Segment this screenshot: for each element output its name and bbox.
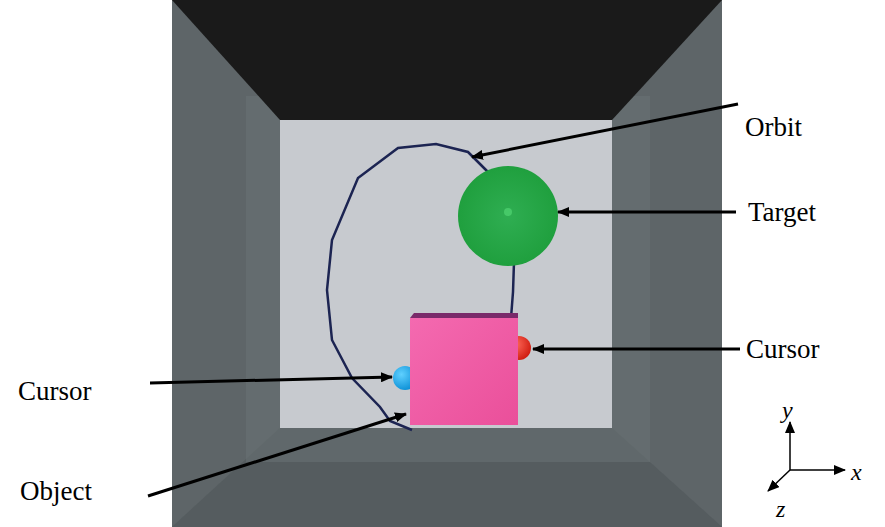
axis-arrow: [790, 469, 845, 471]
wall-shade: [246, 96, 650, 462]
sphere-highlight: [504, 208, 512, 216]
leader-arrow: [150, 377, 392, 383]
part-label: Orbit: [745, 114, 802, 141]
part-label: Cursor: [746, 336, 820, 363]
part-label: Cursor: [18, 378, 92, 405]
room-box: [172, 0, 722, 527]
axis-label: x: [851, 460, 862, 484]
leader-arrow: [472, 104, 738, 157]
target-sphere: [458, 166, 558, 266]
object-cube: [410, 318, 518, 425]
axis-label: y: [782, 398, 793, 422]
part-label: Object: [20, 478, 92, 505]
leader-arrow: [533, 348, 740, 351]
orbit-path: [511, 262, 514, 318]
axis-arrow: [768, 470, 790, 491]
leader-arrow: [558, 211, 736, 214]
cube-top: [410, 313, 518, 318]
leader-arrow: [148, 414, 406, 496]
part-label: Target: [748, 199, 816, 226]
axis-label: z: [776, 497, 785, 521]
ceiling: [172, 0, 722, 120]
axis-arrow: [789, 422, 791, 470]
